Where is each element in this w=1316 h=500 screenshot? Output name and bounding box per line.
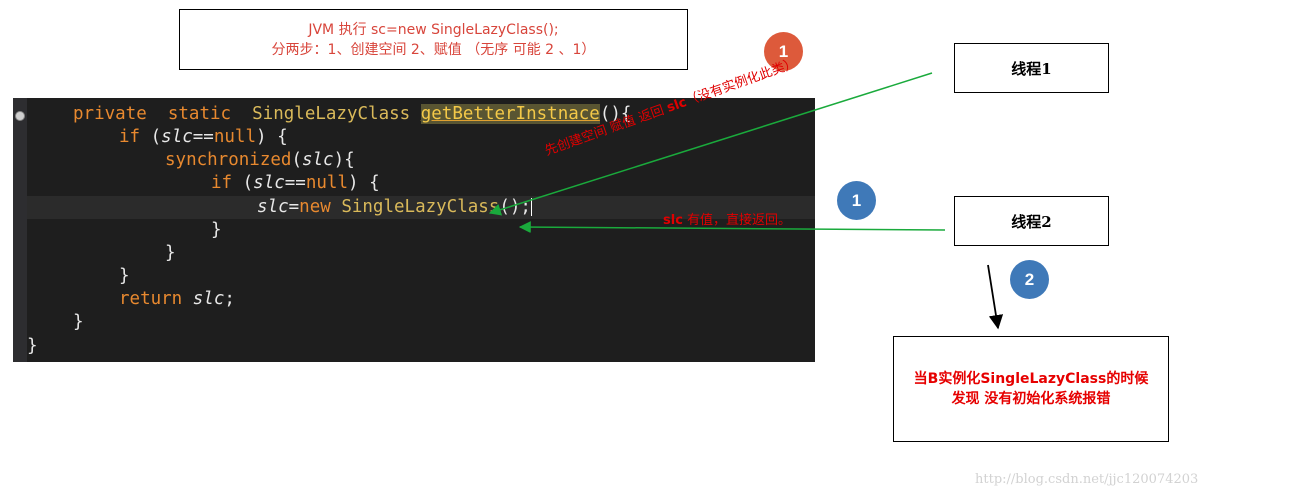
thread2-arrow [518, 221, 946, 234]
step-circle-red-1: 1 [764, 32, 803, 71]
kw-if: if [211, 173, 233, 193]
op-assign: = [288, 197, 300, 217]
current-line-highlight [27, 196, 815, 219]
thread1-box: 线程1 [954, 43, 1109, 93]
code-line-10: } [27, 311, 84, 334]
semicolon: ; [224, 289, 235, 309]
method-tail: (){ [599, 104, 632, 124]
step-circle-blue-1: 1 [837, 181, 876, 220]
paren-open: ( [291, 150, 302, 170]
annotation-var: slc [663, 213, 683, 228]
result-arrow [987, 264, 1004, 330]
watermark-url: http://blog.csdn.net/jjc120074203 [975, 472, 1199, 487]
type-name: SingleLazyClass [252, 104, 411, 124]
code-line-2: if (slc==null) { [27, 126, 288, 149]
fold-marker-icon [15, 111, 25, 121]
thread2-label: 线程2 [1011, 212, 1052, 231]
method-name: getBetterInstnace [420, 104, 600, 124]
brace-close: } [119, 266, 130, 286]
kw-null: null [305, 173, 348, 193]
thread2-annotation: slc 有值，直接返回。 [663, 209, 791, 228]
kw-synchronized: synchronized [165, 150, 292, 170]
code-line-6: } [27, 219, 222, 242]
brace-close: } [73, 312, 84, 332]
annotation-text: 有值，直接返回。 [682, 213, 792, 228]
kw-if: if [119, 127, 141, 147]
code-line-5: slc=new SingleLazyClass(); [27, 196, 532, 219]
op-eq: == [284, 173, 306, 193]
code-editor: private static SingleLazyClass getBetter… [13, 98, 815, 362]
type-name: SingleLazyClass [341, 197, 500, 217]
thread1-label: 线程1 [1011, 59, 1052, 78]
thread1-arrow [488, 72, 933, 216]
op-eq: == [192, 127, 214, 147]
paren-close: ) { [348, 173, 380, 193]
result-line1: 当B实例化SingleLazyClass的时候 [913, 371, 1149, 387]
code-line-4: if (slc==null) { [27, 172, 380, 195]
var-slc: slc [301, 150, 334, 170]
var-slc: slc [253, 173, 285, 193]
code-line-3: synchronized(slc){ [27, 149, 355, 172]
var-slc: slc [161, 127, 193, 147]
kw-return: return [119, 289, 183, 309]
step-circle-blue-2: 2 [1010, 260, 1049, 299]
code-line-8: } [27, 265, 130, 288]
code-line-11: } [27, 335, 38, 358]
paren-open: ( [140, 127, 162, 147]
paren-close: ){ [333, 150, 355, 170]
kw-static: static [167, 104, 232, 124]
jvm-note-line1: JVM 执行 sc=new SingleLazyClass(); [308, 21, 559, 38]
editor-gutter [13, 98, 27, 362]
error-result-box: 当B实例化SingleLazyClass的时候 发现 没有初始化系统报错 [893, 336, 1169, 442]
brace-close: } [165, 243, 176, 263]
brace-close: } [211, 220, 222, 240]
text-caret [530, 198, 532, 216]
jvm-note-box: JVM 执行 sc=new SingleLazyClass(); 分两步：1、创… [179, 9, 688, 70]
var-slc: slc [257, 197, 289, 217]
brace-close: } [27, 336, 38, 356]
thread2-box: 线程2 [954, 196, 1109, 246]
kw-private: private [73, 104, 147, 124]
var-slc: slc [192, 289, 225, 309]
result-line2: 发现 没有初始化系统报错 [951, 391, 1111, 407]
paren-open: ( [232, 173, 254, 193]
code-line-1: private static SingleLazyClass getBetter… [27, 103, 631, 126]
code-line-7: } [27, 242, 176, 265]
paren-close: ) { [256, 127, 288, 147]
jvm-note-line2: 分两步：1、创建空间 2、赋值 （无序 可能 2 、1） [271, 41, 596, 58]
kw-null: null [213, 127, 256, 147]
code-line-9: return slc; [27, 288, 235, 311]
kw-new: new [299, 197, 331, 217]
